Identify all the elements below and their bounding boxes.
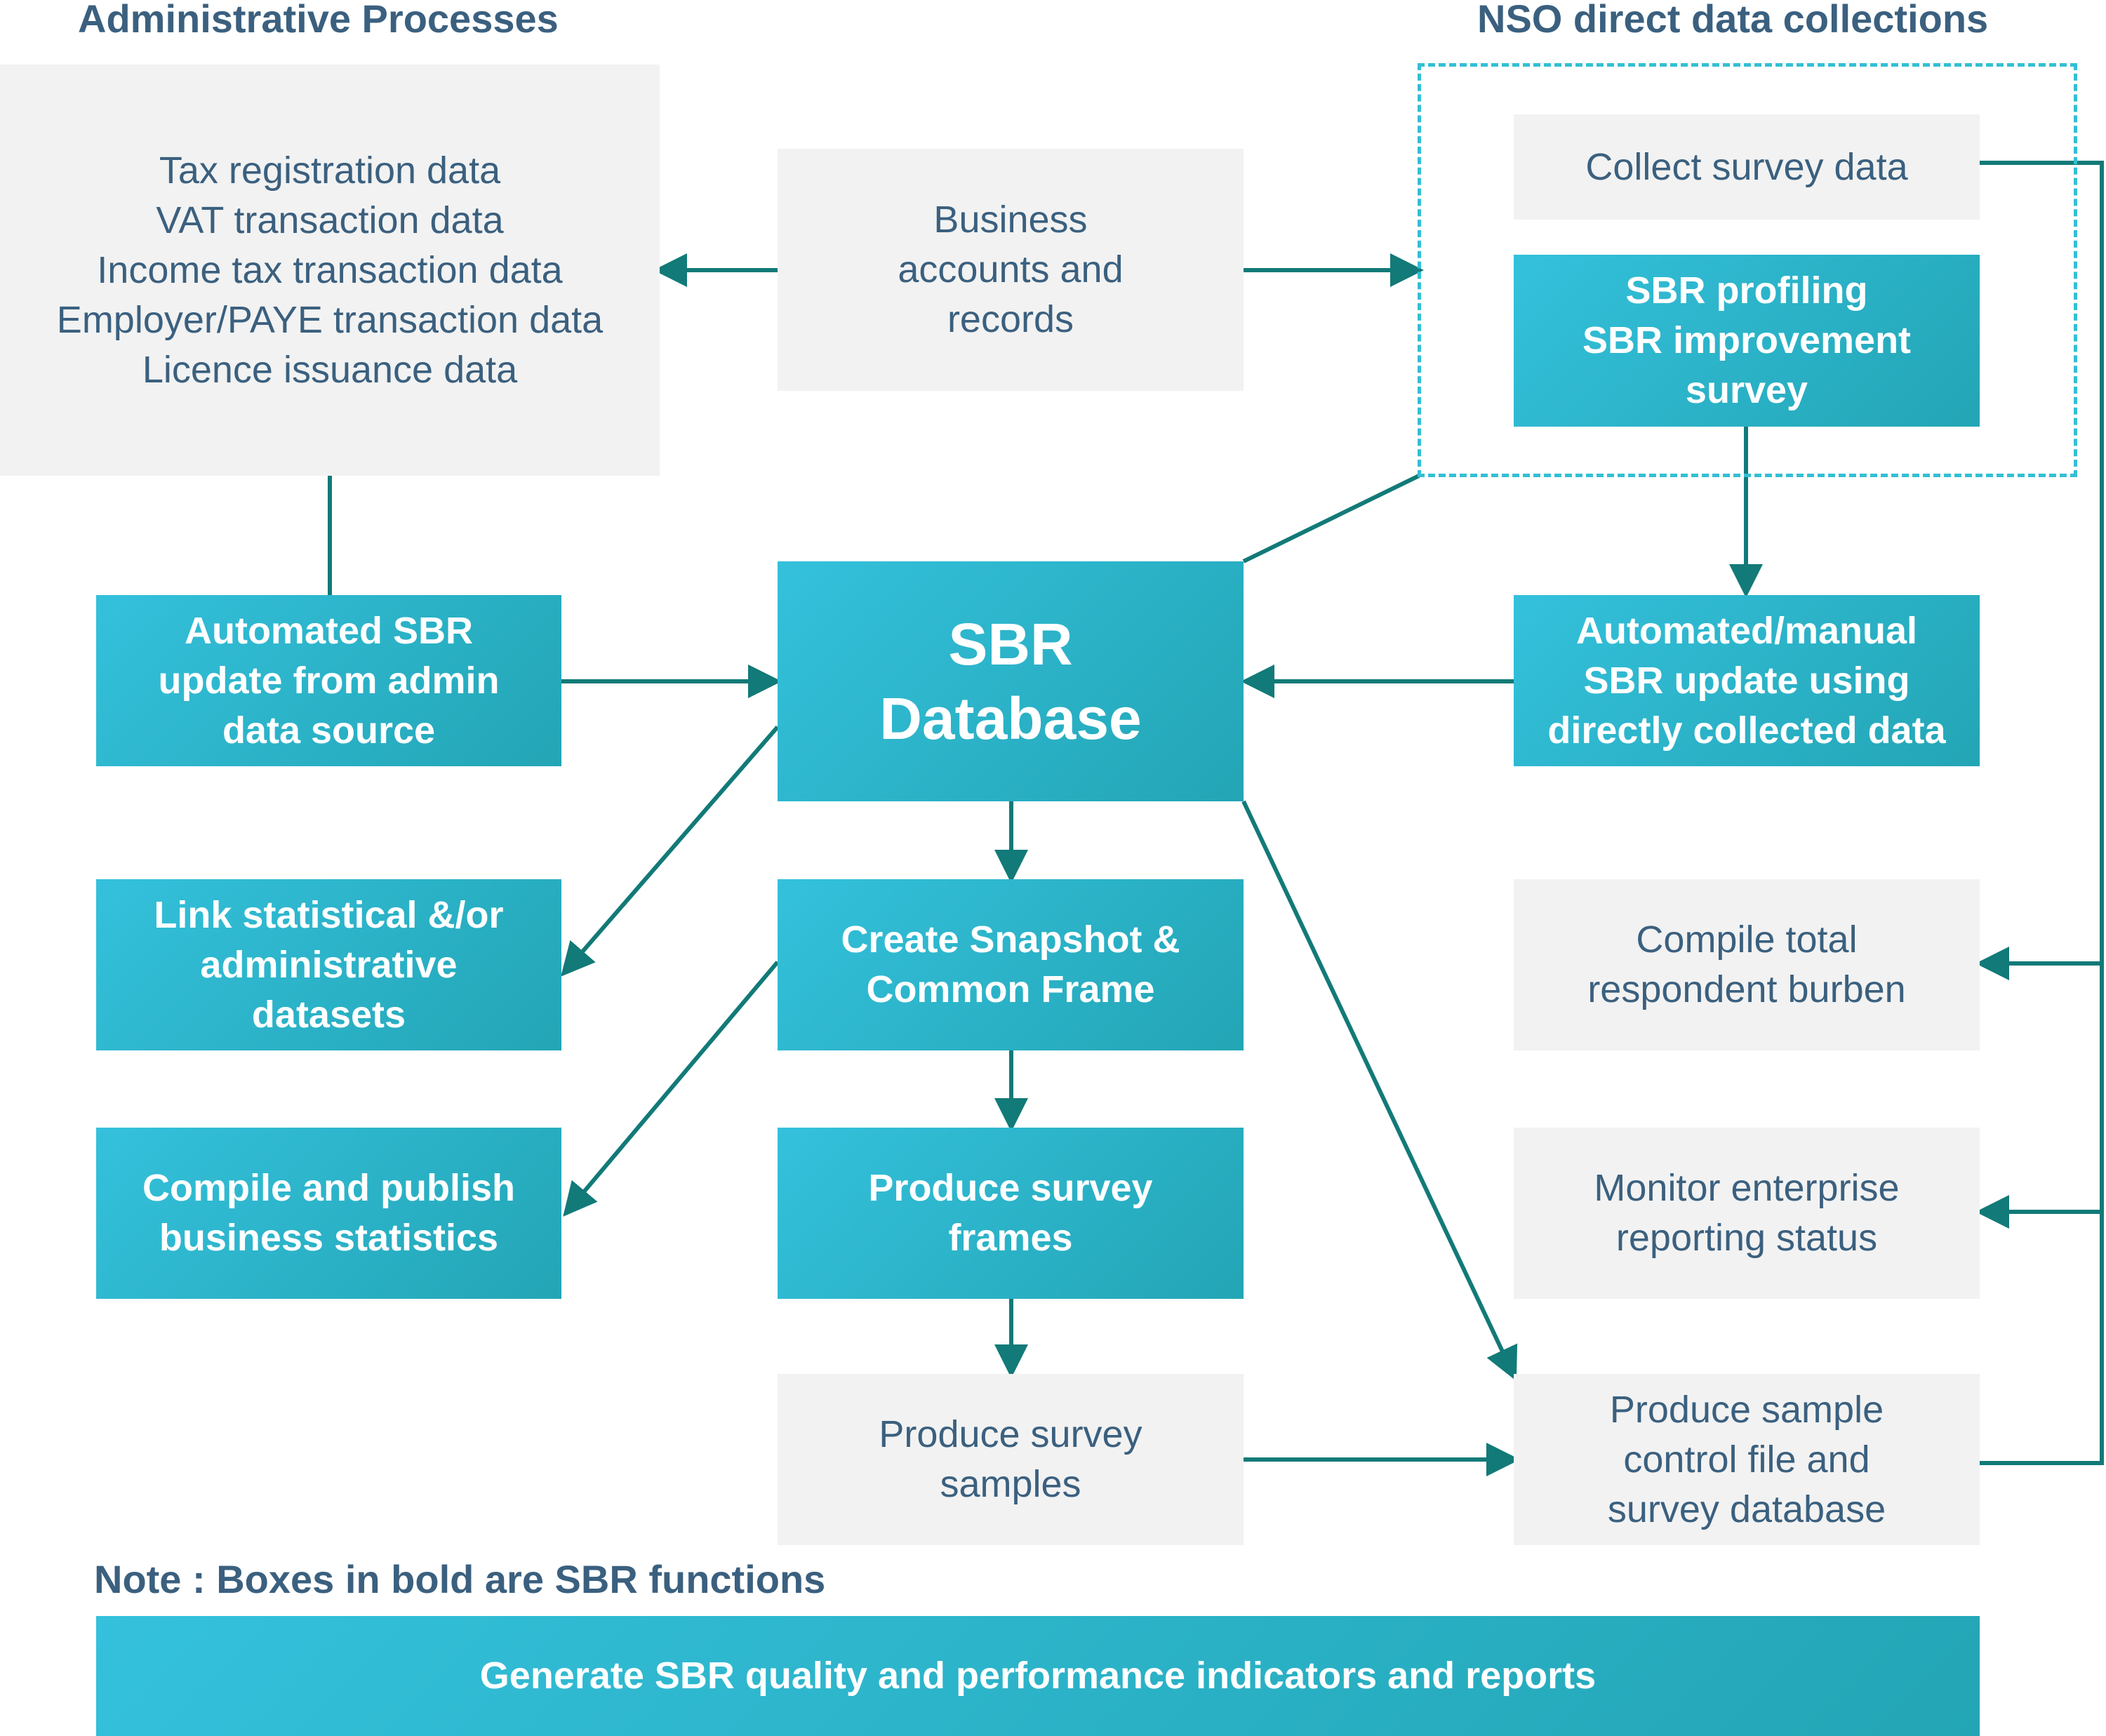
snapshot-box: Create Snapshot & Common Frame (778, 879, 1244, 1050)
monitor-status-text: Monitor enterprise reporting status (1594, 1167, 1900, 1259)
monitor-status-box: Monitor enterprise reporting status (1514, 1128, 1980, 1299)
sbr-database-box: SBR Database (778, 561, 1244, 801)
business-accounts-text: Business accounts and records (898, 199, 1124, 340)
sbr-profiling-box: SBR profiling SBR improvement survey (1514, 255, 1980, 427)
quality-reports-text: Generate SBR quality and performance ind… (479, 1655, 1597, 1697)
sbr-database-text: SBR Database (879, 611, 1142, 752)
auto-admin-update-text: Automated SBR update from admin data sou… (158, 609, 500, 752)
link-datasets-box: Link statistical &/or administrative dat… (96, 879, 561, 1050)
sbr-profiling-text: SBR profiling SBR improvement survey (1582, 269, 1912, 411)
respondent-burden-text: Compile total respondent burben (1587, 919, 1906, 1010)
arrow-db-to-link (561, 726, 780, 977)
respondent-burden-box: Compile total respondent burben (1514, 879, 1980, 1050)
admin-data-text: Tax registration data VAT transaction da… (56, 149, 604, 391)
publish-stats-box: Compile and publish business statistics (96, 1128, 561, 1299)
note-text: Note : Boxes in bold are SBR functions (94, 1557, 826, 1601)
arrow-db-to-sample-control (1241, 800, 1518, 1382)
link-datasets-text: Link statistical &/or administrative dat… (154, 893, 504, 1036)
arrow-snapshot-to-publish (563, 961, 780, 1217)
heading-nso-collections: NSO direct data collections (1477, 0, 1989, 41)
auto-manual-update-box: Automated/manual SBR update using direct… (1514, 595, 1980, 766)
line-collect-to-right-rail (1980, 161, 2104, 1465)
admin-data-box: Tax registration data VAT transaction da… (0, 65, 660, 476)
survey-frames-box: Produce survey frames (778, 1128, 1244, 1299)
sample-control-box: Produce sample control file and survey d… (1514, 1374, 1980, 1545)
survey-samples-box: Produce survey samples (778, 1374, 1244, 1545)
collect-survey-box: Collect survey data (1514, 114, 1980, 220)
quality-reports-box: Generate SBR quality and performance ind… (96, 1616, 1980, 1736)
survey-frames-text: Produce survey frames (868, 1167, 1153, 1259)
sample-control-text: Produce sample control file and survey d… (1607, 1388, 1886, 1530)
publish-stats-text: Compile and publish business statistics (142, 1167, 515, 1259)
survey-samples-text: Produce survey samples (879, 1413, 1142, 1505)
nso-collections-group (1418, 63, 2077, 477)
heading-administrative-processes: Administrative Processes (78, 0, 559, 41)
auto-manual-update-text: Automated/manual SBR update using direct… (1547, 609, 1946, 752)
line-nso-to-db (1242, 474, 1420, 563)
business-accounts-box: Business accounts and records (778, 149, 1244, 391)
auto-admin-update-box: Automated SBR update from admin data sou… (96, 595, 561, 766)
collect-survey-text: Collect survey data (1585, 145, 1908, 188)
snapshot-text: Create Snapshot & Common Frame (841, 919, 1180, 1010)
